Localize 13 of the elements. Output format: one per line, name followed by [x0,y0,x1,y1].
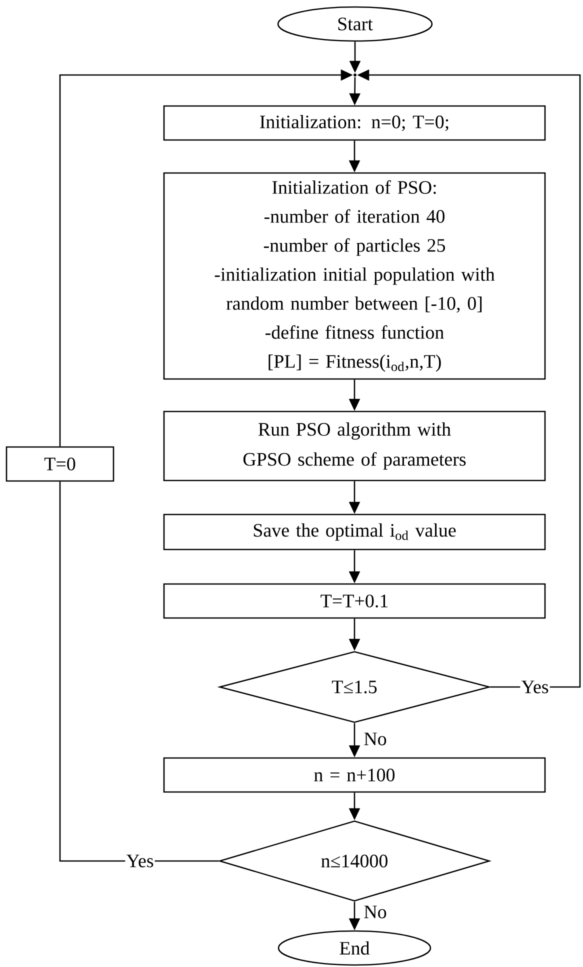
edge-label: No [364,732,386,746]
process-box: Initialization of PSO: -number of iteration 40 -number of particles 25 -initialization initial population with random number between [-10, 0] -define fitness function [PL] = Fitness(i$_{od}$,n,T) [163,172,546,380]
process-box: n = n+100 [163,757,546,793]
process-box: T=T+0.1 [163,583,546,619]
start-terminal: Start [277,6,433,42]
edge-label: No [364,906,386,918]
edge-label: Yes [520,680,550,694]
process-box: Save the optimal i$_{od}$ value [163,514,546,550]
process-box: Run PSO algorithm with GPSO scheme of parameters [163,410,546,482]
process-box: T=0 [6,446,114,482]
process-box: Initialization: n=0; T=0; [163,105,546,141]
end-terminal: End [278,930,432,966]
edge-label: Yes [125,854,155,868]
